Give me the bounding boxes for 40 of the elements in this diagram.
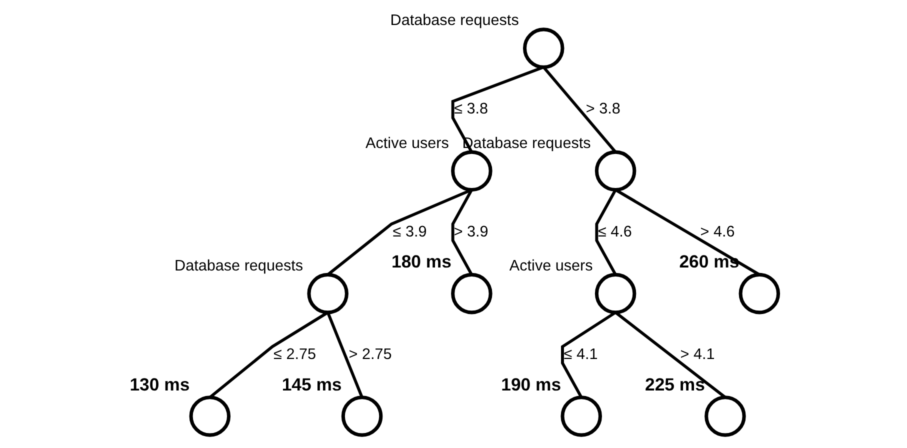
- node-label: 180 ms: [391, 252, 451, 272]
- connector: [614, 188, 760, 276]
- node-label: Active users: [365, 134, 448, 152]
- connector: [326, 312, 363, 398]
- edge-label: ≤ 2.75: [273, 346, 316, 363]
- node-circle: [704, 396, 746, 437]
- edge-label: > 4.1: [680, 346, 714, 363]
- connector: [326, 188, 472, 276]
- node-label: Database requests: [390, 12, 518, 30]
- connector: [450, 189, 472, 276]
- node-circle: [450, 150, 492, 192]
- connector: [542, 66, 616, 154]
- edge-label: ≤ 3.8: [454, 100, 488, 118]
- node-circle: [340, 396, 382, 437]
- node-label: 225 ms: [644, 374, 704, 394]
- connector: [208, 311, 328, 398]
- connector: [614, 311, 726, 399]
- connector: [560, 311, 616, 398]
- node-circle: [560, 396, 602, 437]
- edge-label: > 3.9: [453, 223, 488, 240]
- edge-label: > 4.6: [700, 223, 734, 240]
- node-label: Active users: [508, 257, 592, 274]
- edge-label: > 3.8: [585, 100, 620, 118]
- edge-label: ≤ 3.9: [392, 223, 426, 240]
- edge-label: ≤ 4.1: [563, 346, 598, 363]
- node-circle: [522, 28, 564, 69]
- node-label: 190 ms: [500, 374, 561, 394]
- connector: [594, 189, 616, 276]
- edge-label: > 2.75: [348, 346, 392, 363]
- node-circle: [594, 150, 636, 192]
- node-circle: [738, 272, 780, 314]
- node-circle: [306, 272, 348, 314]
- connector: [450, 66, 544, 153]
- node-label: 130 ms: [129, 374, 190, 394]
- node-label: Database requests: [174, 257, 303, 274]
- node-label: 145 ms: [281, 374, 342, 394]
- node-circle: [450, 272, 492, 314]
- edge-label: ≤ 4.6: [597, 223, 632, 240]
- node-circle: [188, 396, 230, 437]
- node-circle: [594, 272, 636, 314]
